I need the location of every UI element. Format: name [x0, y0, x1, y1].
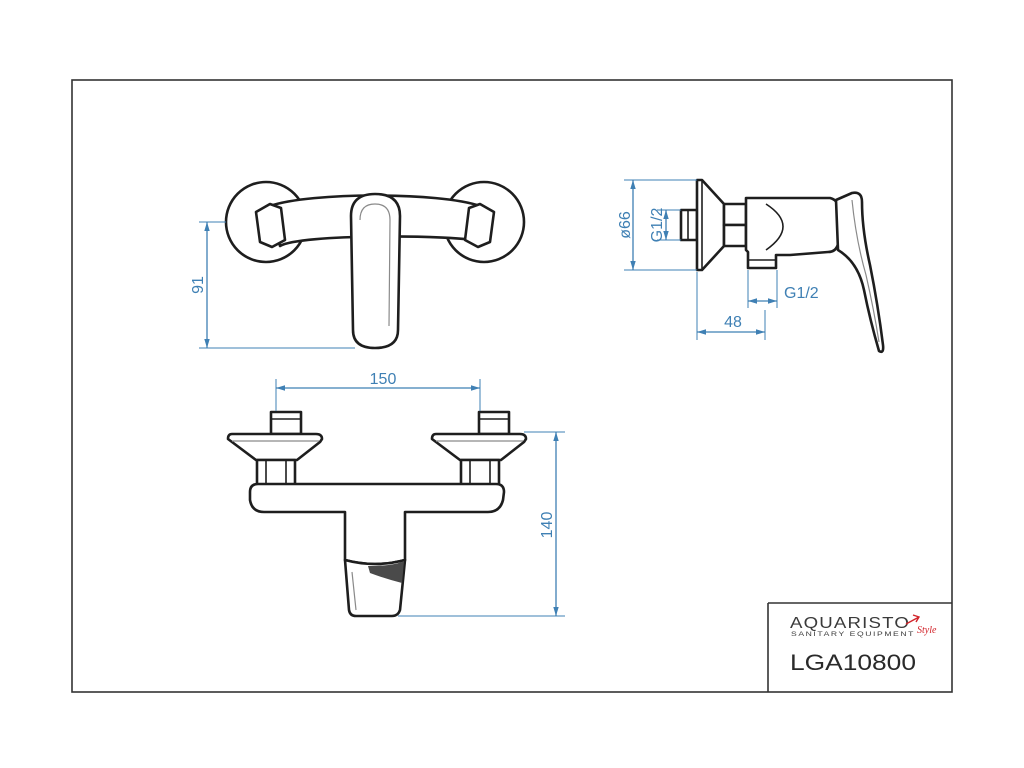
side-lever [834, 191, 885, 354]
dim-label-150: 150 [370, 371, 397, 388]
side-inlet-nipple [679, 208, 699, 242]
dim-label-d66: ø66 [617, 211, 634, 239]
model-number: LGA10800 [790, 650, 916, 675]
dim-label-140: 140 [539, 512, 556, 539]
side-view: ø66 G1/2 G1/2 48 [617, 178, 885, 354]
dim-label-g12-outlet: G1/2 [784, 285, 819, 302]
right-cap-front [430, 432, 528, 462]
right-connector-top [463, 202, 496, 249]
left-cap-front [226, 432, 324, 462]
top-view: 91 [190, 180, 526, 350]
side-hex-nut-lower [722, 223, 748, 248]
side-body [744, 196, 840, 270]
side-lever-highlight [851, 199, 880, 343]
front-view: 150 140 [226, 371, 565, 618]
logo-arrow-icon [905, 614, 921, 625]
drawing-border [71, 79, 953, 693]
dim-label-48: 48 [724, 314, 742, 331]
left-inlet-nipple [269, 410, 303, 436]
left-hex-nut [255, 458, 297, 487]
spout-opening-shade [368, 561, 404, 583]
right-hex-nut [459, 458, 501, 487]
side-escutcheon [695, 178, 726, 272]
right-inlet-nipple [477, 410, 511, 436]
mixer-body-front [248, 482, 506, 566]
brand-logo-text: AQUARISTO [790, 615, 910, 632]
lever-highlight [359, 203, 391, 327]
side-body-recess [765, 203, 784, 251]
lever-handle-top [349, 192, 402, 350]
spout-highlight [351, 571, 357, 611]
side-hex-nut-upper [722, 202, 748, 227]
dim-label-91: 91 [190, 276, 207, 294]
title-block: AQUARISTO SANITARY EQUIPMENT Style LGA10… [767, 602, 952, 692]
brand-script: Style [917, 625, 937, 636]
dim-label-g12-inlet: G1/2 [649, 208, 666, 243]
left-connector-top [254, 202, 287, 249]
brand-tagline: SANITARY EQUIPMENT [791, 631, 915, 638]
